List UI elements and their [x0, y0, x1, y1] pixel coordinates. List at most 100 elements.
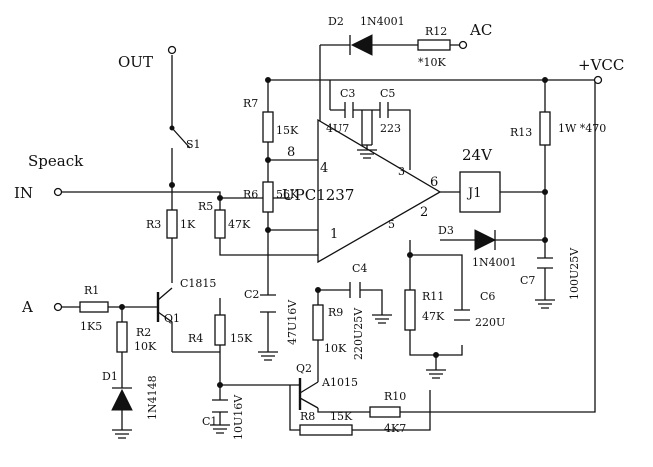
capacitor-c3-ref: C3 [340, 87, 355, 100]
resistor-r5-value: 47K [228, 218, 251, 231]
resistor-r8-ref: R8 [300, 410, 315, 423]
capacitor-c7: C7 100U25V [520, 247, 581, 300]
resistor-r5-ref: R5 [198, 200, 213, 213]
diode-d1: D1 1N4148 [102, 370, 159, 420]
resistor-r11-ref: R11 [422, 290, 444, 303]
capacitor-c7-ref: C7 [520, 274, 535, 287]
resistor-r3-ref: R3 [146, 218, 161, 231]
resistor-r8: R8 15K [299, 410, 353, 436]
resistor-r11-value: 47K [422, 310, 445, 323]
capacitor-c1-ref: C1 [202, 415, 217, 428]
diode-d1-value: 1N4148 [146, 375, 159, 420]
terminal-out-label: OUT [118, 53, 153, 71]
diode-d2-ref: D2 [328, 15, 344, 28]
terminal-in-label: IN [14, 184, 33, 202]
capacitor-c2: C2 47U16V [244, 288, 299, 345]
resistor-r10-value: 4K7 [384, 422, 406, 435]
switch-s1-label: S1 [186, 138, 201, 151]
terminal-vcc: +VCC [578, 56, 624, 85]
transistor-q1: Q1 C1815 [156, 277, 216, 325]
capacitor-c4-ref: C4 [352, 262, 367, 275]
terminal-vcc-label: +VCC [578, 56, 624, 74]
transistor-q1-value: C1815 [180, 277, 216, 290]
resistor-r12-ref: R12 [425, 25, 447, 38]
transistor-q2-value: A1015 [321, 376, 358, 389]
terminal-a: A [21, 298, 63, 316]
resistor-r10-ref: R10 [384, 390, 406, 403]
resistor-r2: R2 10K [116, 321, 157, 353]
resistor-r5: R5 47K [198, 200, 251, 239]
ic-pin-2: 2 [420, 205, 428, 220]
wires [62, 44, 596, 431]
capacitor-c3: C3 4U7 [326, 87, 355, 135]
resistor-r13-ref: R13 [510, 126, 532, 139]
transistor-q1-ref: Q1 [164, 312, 180, 325]
resistor-r4-value: 15K [230, 332, 253, 345]
resistor-r11: R11 47K [404, 289, 445, 331]
resistor-r12-value: *10K [418, 56, 446, 69]
ic-pin-8: 8 [287, 145, 295, 160]
relay-name-label: J1 [466, 186, 481, 201]
resistor-r7-value: 15K [276, 124, 299, 137]
resistor-r6-value: 56K [276, 188, 299, 201]
resistor-r2-value: 10K [134, 340, 157, 353]
relay-j1: J1 24V [459, 146, 501, 213]
resistor-r7: R7 15K [243, 97, 299, 143]
capacitor-c5-value: 223 [380, 122, 401, 135]
resistor-r9-ref: R9 [328, 306, 343, 319]
terminal-out: OUT [118, 45, 177, 71]
capacitor-c7-value: 100U25V [568, 247, 581, 300]
capacitor-c2-value: 47U16V [286, 299, 299, 345]
terminal-ac: AC [458, 21, 492, 50]
transistor-q2: Q2 A1015 [296, 362, 358, 410]
capacitor-c5: C5 223 [379, 87, 401, 135]
capacitor-c4-value: 220U25V [352, 307, 365, 360]
resistor-r9: R9 10K [312, 304, 347, 355]
relay-voltage-label: 24V [462, 146, 493, 164]
terminal-a-label: A [21, 298, 33, 316]
resistor-r13-value: 1W *470 [558, 122, 606, 135]
resistor-r12: R12 *10K [417, 25, 451, 69]
resistor-r10: R10 4K7 [369, 390, 406, 435]
transistor-q2-ref: Q2 [296, 362, 312, 375]
resistor-r4: R4 15K [188, 314, 253, 346]
resistor-r1-value: 1K5 [80, 320, 102, 333]
diode-d3-value: 1N4001 [472, 256, 517, 269]
diode-d2: D2 1N4001 [328, 15, 405, 56]
diode-d1-ref: D1 [102, 370, 118, 383]
ground-symbols [112, 149, 555, 439]
capacitor-c6-ref: C6 [480, 290, 495, 303]
diode-d2-value: 1N4001 [360, 15, 405, 28]
ic-pin-4: 4 [320, 161, 328, 176]
capacitor-c6: C6 220U [454, 290, 505, 329]
terminal-speack-label: Speack [28, 152, 84, 170]
resistor-r9-value: 10K [324, 342, 347, 355]
resistor-r3: R3 1K [146, 209, 196, 239]
terminal-ac-label: AC [469, 21, 492, 39]
resistor-r1-ref: R1 [84, 284, 99, 297]
resistor-r4-ref: R4 [188, 332, 203, 345]
terminal-in: IN Speack [14, 152, 84, 202]
ic-pin-6: 6 [430, 175, 438, 190]
resistor-r3-value: 1K [180, 218, 196, 231]
capacitor-c5-ref: C5 [380, 87, 395, 100]
ic-name-label: UPC1237 [282, 186, 354, 204]
ic-pin-1: 1 [330, 227, 338, 242]
resistor-r6: R6 56K [243, 181, 299, 213]
resistor-r2-ref: R2 [136, 326, 151, 339]
resistor-r6-ref: R6 [243, 188, 258, 201]
resistor-r7-ref: R7 [243, 97, 258, 110]
ic-upc1237: UPC1237 8 4 3 6 2 5 1 [282, 118, 442, 264]
resistor-r8-value: 15K [330, 410, 353, 423]
capacitor-c3-value: 4U7 [326, 122, 349, 135]
capacitor-c1-value: 10U16V [232, 394, 245, 440]
resistor-r13: R13 1W *470 [510, 111, 606, 146]
resistor-r1: R1 1K5 [79, 284, 109, 333]
ic-pin-3: 3 [398, 165, 405, 178]
capacitor-c4: C4 220U25V [349, 262, 367, 360]
ic-pin-5: 5 [388, 218, 395, 231]
diode-d3: D3 1N4001 [438, 224, 517, 269]
junction-dots [119, 77, 548, 388]
capacitor-c6-value: 220U [475, 316, 505, 329]
